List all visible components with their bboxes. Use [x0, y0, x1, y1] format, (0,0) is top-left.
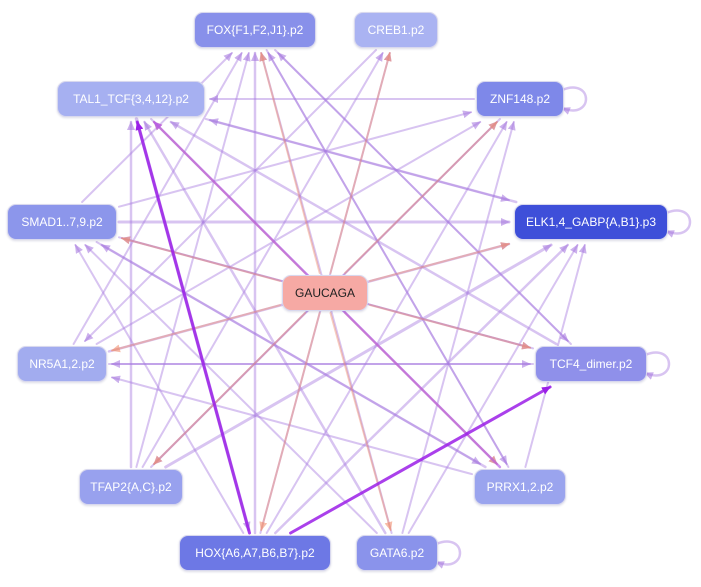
edge-gaucaga-tcf4[interactable]	[369, 304, 531, 350]
edge-tfap2-elk1[interactable]	[164, 243, 553, 469]
node-gaucaga[interactable]: GAUCAGA	[282, 275, 368, 311]
edge-gata6-elk1[interactable]	[407, 244, 579, 534]
node-label: NR5A1,2.p2	[29, 357, 95, 371]
edge-elk1-tal1[interactable]	[208, 118, 518, 204]
node-tfap2[interactable]: TFAP2{A,C}.p2	[79, 469, 183, 505]
edge-gaucaga-znf148[interactable]	[344, 121, 498, 274]
node-label: TAL1_TCF{3,4,12}.p2	[73, 92, 189, 106]
edge-gata6-smad[interactable]	[84, 244, 378, 534]
node-prrx1[interactable]: PRRX1,2.p2	[474, 469, 566, 505]
self-loop-edge-tcf4[interactable]	[644, 351, 671, 380]
edge-gaucaga-creb1[interactable]	[329, 52, 392, 274]
edge-gaucaga-fox[interactable]	[259, 52, 321, 274]
self-loop-edge-znf148[interactable]	[561, 86, 588, 115]
node-label: ZNF148.p2	[489, 92, 551, 106]
node-label: HOX{A6,A7,B6,B7}.p2	[195, 546, 315, 560]
edge-fox-prrx1[interactable]	[265, 49, 508, 465]
node-label: SMAD1..7,9.p2	[21, 215, 103, 229]
edge-hox-tcf4[interactable]	[289, 385, 552, 535]
edge-prrx1-fox[interactable]	[267, 52, 510, 468]
node-label: CREB1.p2	[367, 23, 425, 37]
edge-prrx1-nr5a1[interactable]	[111, 375, 473, 476]
edge-tfap2-fox[interactable]	[135, 52, 251, 468]
edge-gaucaga-tfap2[interactable]	[153, 312, 306, 465]
edge-hox-smad[interactable]	[74, 244, 245, 534]
node-smad[interactable]: SMAD1..7,9.p2	[7, 204, 117, 240]
edge-smad-prrx1[interactable]	[95, 241, 482, 465]
node-elk1[interactable]: ELK1,4_GABP{A,B1}.p3	[514, 204, 668, 240]
edge-fox-tcf4[interactable]	[274, 49, 569, 342]
node-label: FOX{F1,F2,J1}.p2	[206, 23, 304, 37]
edge-hox-tal1[interactable]	[135, 120, 251, 535]
node-label: PRRX1,2.p2	[486, 480, 554, 494]
edge-smad-znf148[interactable]	[118, 110, 472, 208]
self-loop-edge-elk1[interactable]	[665, 209, 692, 238]
node-label: GAUCAGA	[294, 286, 355, 300]
node-label: TFAP2{A,C}.p2	[90, 480, 172, 494]
node-label: ELK1,4_GABP{A,B1}.p3	[525, 215, 657, 229]
edge-creb1-nr5a1[interactable]	[84, 49, 377, 342]
node-fox[interactable]: FOX{F1,F2,J1}.p2	[194, 12, 316, 48]
edge-smad-fox[interactable]	[81, 52, 233, 203]
node-znf148[interactable]: ZNF148.p2	[476, 81, 564, 117]
node-nr5a1[interactable]: NR5A1,2.p2	[17, 346, 107, 382]
self-loop-edge-gata6[interactable]	[435, 540, 462, 569]
node-tal1[interactable]: TAL1_TCF{3,4,12}.p2	[57, 81, 205, 117]
edge-gata6-znf148[interactable]	[401, 121, 516, 534]
edge-hox-znf148[interactable]	[265, 121, 508, 534]
node-hox[interactable]: HOX{A6,A7,B6,B7}.p2	[179, 535, 331, 571]
edge-gaucaga-elk1[interactable]	[369, 242, 510, 282]
node-creb1[interactable]: CREB1.p2	[354, 12, 438, 48]
edge-tcf4-tal1[interactable]	[169, 120, 558, 346]
edge-nr5a1-znf148[interactable]	[95, 121, 482, 345]
edge-tal1-elk1[interactable]	[204, 118, 510, 202]
node-gata6[interactable]: GATA6.p2	[356, 535, 438, 571]
node-label: TCF4_dimer.p2	[549, 357, 633, 371]
edge-gaucaga-nr5a1[interactable]	[111, 304, 281, 353]
edge-gata6-tal1[interactable]	[143, 120, 387, 535]
node-tcf4[interactable]: TCF4_dimer.p2	[535, 346, 647, 382]
edge-gaucaga-smad[interactable]	[121, 236, 281, 282]
edge-gaucaga-hox[interactable]	[259, 312, 321, 531]
edge-tcf4-fox[interactable]	[277, 52, 572, 345]
node-label: GATA6.p2	[369, 546, 425, 560]
edge-gaucaga-gata6[interactable]	[329, 312, 393, 531]
edge-prrx1-smad[interactable]	[100, 243, 487, 469]
edge-tfap2-creb1[interactable]	[141, 52, 384, 468]
